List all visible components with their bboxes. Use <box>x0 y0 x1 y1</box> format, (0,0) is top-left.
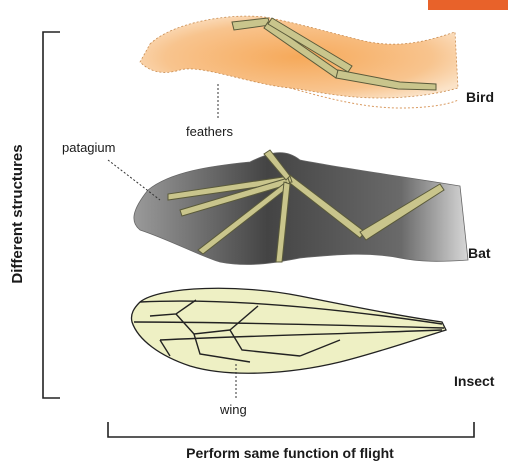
label-bird: Bird <box>466 89 494 105</box>
label-bat: Bat <box>468 245 491 261</box>
side-axis-label: Different structures <box>9 144 26 283</box>
corner-tab <box>428 0 508 10</box>
insect-wing <box>131 288 446 373</box>
left-bracket <box>43 32 60 398</box>
bottom-axis-label: Perform same function of flight <box>186 445 394 461</box>
bottom-bracket <box>108 422 474 437</box>
callout-wing: wing <box>219 402 247 417</box>
bird-wing <box>140 16 458 108</box>
bat-wing <box>134 150 468 265</box>
callout-patagium: patagium <box>62 140 115 155</box>
label-insect: Insect <box>454 373 495 389</box>
callout-feathers: feathers <box>186 124 233 139</box>
